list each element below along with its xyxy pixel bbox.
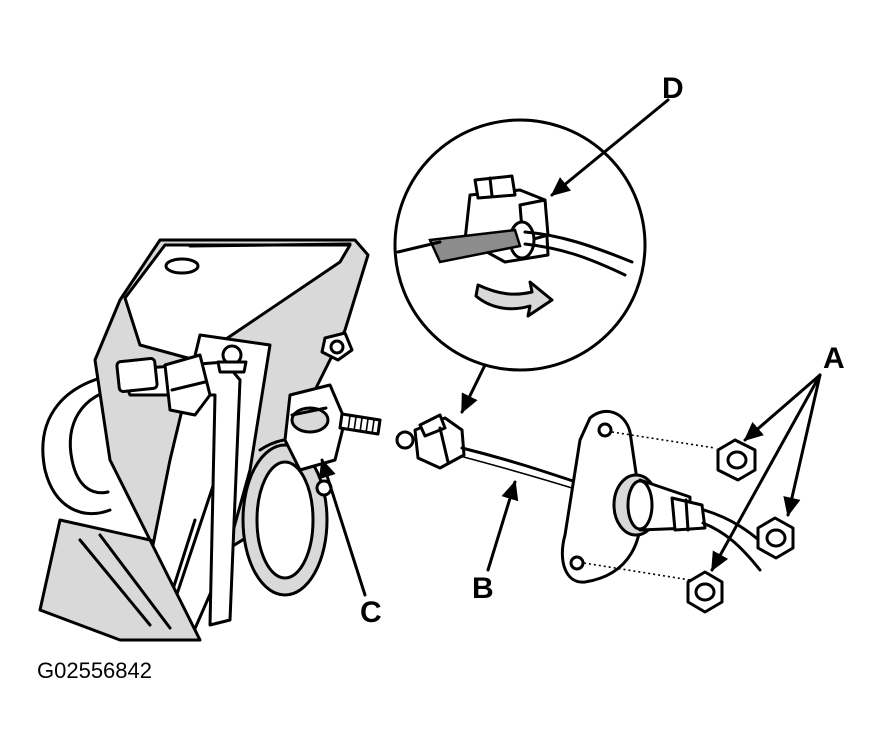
leader-c xyxy=(318,458,367,597)
flange-nuts xyxy=(686,438,795,614)
cable-ball-end xyxy=(395,430,415,450)
detail-cable xyxy=(523,230,634,264)
leader-arrows xyxy=(318,98,822,597)
figure-id: G02556842 xyxy=(37,658,152,683)
leader-a-right xyxy=(783,373,822,517)
flange-plate xyxy=(560,409,643,584)
screwdriver-blade xyxy=(428,228,522,264)
pedal-assembly xyxy=(38,238,382,642)
hose-loop xyxy=(41,370,132,516)
nut-right xyxy=(756,516,795,560)
pedal-pad xyxy=(38,518,202,642)
bracket-hole xyxy=(164,257,200,275)
leader-a-top xyxy=(743,373,822,442)
rotation-arrow xyxy=(474,280,554,318)
leader-b xyxy=(486,480,519,572)
callout-c: C xyxy=(360,596,382,629)
cable-assembly xyxy=(395,413,587,493)
detail-arrow xyxy=(460,363,487,414)
cable-wire xyxy=(460,446,587,487)
nut-top xyxy=(716,438,757,482)
callout-a: A xyxy=(823,342,845,375)
nut-bottom xyxy=(686,570,724,614)
callout-b: B xyxy=(472,572,494,605)
leader-a-bottom xyxy=(710,373,822,572)
callout-d: D xyxy=(662,72,684,105)
cable-flange xyxy=(560,409,777,584)
leader-d xyxy=(550,98,670,197)
detail-view xyxy=(393,118,647,372)
flange-nut xyxy=(670,496,707,532)
